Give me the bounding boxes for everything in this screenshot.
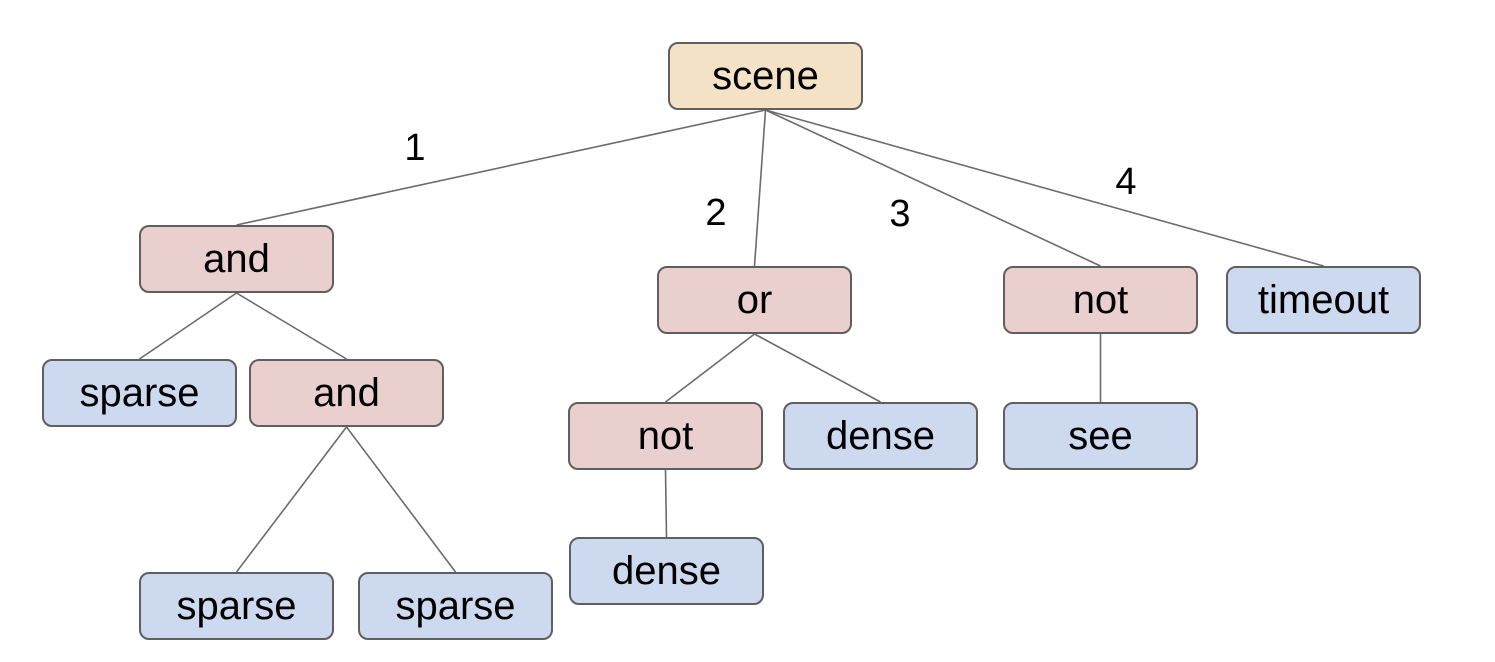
edge-label-1: 1 xyxy=(404,127,426,169)
edge-and1-to-sparse1 xyxy=(139,292,237,360)
edge-not2-to-dense2 xyxy=(664,469,668,538)
edge-scene-to-and1 xyxy=(236,109,766,226)
edge-scene-to-timeout xyxy=(765,109,1324,267)
tree-node-or1: or xyxy=(657,266,852,334)
tree-node-sparse2: sparse xyxy=(139,572,334,640)
edge-and2-to-sparse2 xyxy=(235,426,348,573)
edge-or1-to-dense1 xyxy=(754,333,881,403)
tree-node-scene: scene xyxy=(668,42,863,110)
tree-node-not2: not xyxy=(568,402,763,470)
tree-node-sparse3: sparse xyxy=(358,572,553,640)
tree-node-dense1: dense xyxy=(783,402,978,470)
edge-and1-to-and2 xyxy=(236,292,347,360)
tree-node-sparse1: sparse xyxy=(42,359,237,427)
tree-node-timeout: timeout xyxy=(1226,266,1421,334)
edge-scene-to-or1 xyxy=(753,109,767,267)
tree-node-and2: and xyxy=(249,359,444,427)
tree-node-not1: not xyxy=(1003,266,1198,334)
edge-scene-to-not1 xyxy=(765,109,1101,267)
edge-and2-to-sparse3 xyxy=(345,426,457,573)
edge-label-4: 4 xyxy=(1115,161,1137,203)
edge-label-2: 2 xyxy=(705,192,727,234)
tree-node-dense2: dense xyxy=(569,537,764,605)
tree-node-see: see xyxy=(1003,402,1198,470)
edge-or1-to-not2 xyxy=(665,333,755,403)
tree-node-and1: and xyxy=(139,225,334,293)
edge-label-3: 3 xyxy=(889,193,911,235)
